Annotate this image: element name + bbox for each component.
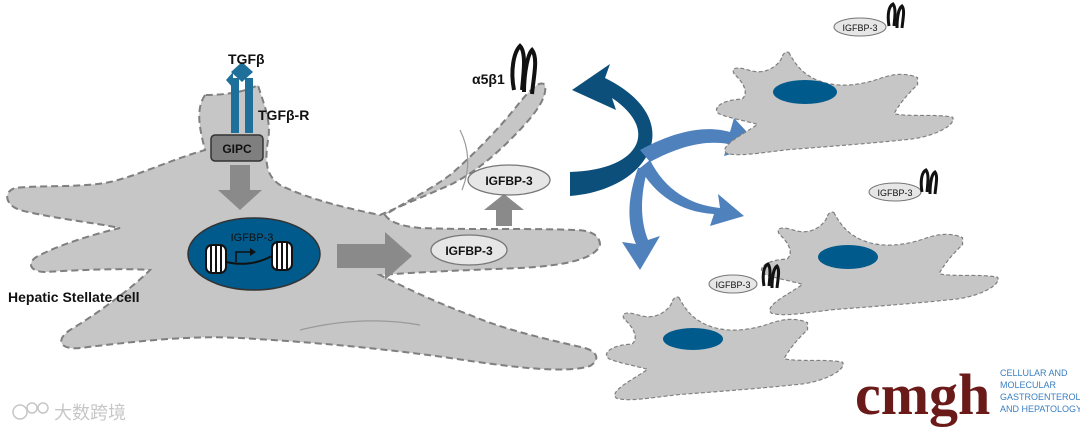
arrow-to-middle-cell — [640, 160, 744, 226]
small-nucleus-bottom — [663, 328, 723, 350]
small-igfbp3-bottom-label: IGFBP-3 — [715, 280, 750, 290]
dna-strand — [225, 255, 273, 265]
tgfb-r-label: TGFβ-R — [258, 107, 309, 123]
journal-logo: cmgh CELLULAR AND MOLECULAR GASTROENTERO… — [855, 362, 1080, 427]
watermark: 大数跨境 — [12, 402, 126, 423]
right-arrow-to-vesicle — [337, 232, 412, 280]
hepatic-stellate-cell-body — [6, 82, 602, 371]
tgfb-receptor-cup — [226, 72, 233, 88]
nucleus-gene-label: IGFBP-3 — [231, 232, 274, 244]
small-igfbp3-bottom — [708, 274, 758, 294]
transcription-arrow-head — [250, 248, 256, 256]
gipc-box — [210, 134, 264, 162]
small-cell-middle — [760, 211, 999, 316]
tgfb-receptor-left-arm — [231, 78, 239, 133]
logo-line-2: MOLECULAR — [1000, 380, 1057, 390]
logo-line-4: AND HEPATOLOGY — [1000, 404, 1080, 414]
tgfb-label: TGFβ — [228, 51, 265, 67]
igfbp3-vesicle-mid — [430, 234, 508, 266]
curved-arrow-back-dark — [570, 64, 653, 196]
cell-fold-line — [459, 129, 469, 191]
logo-word: cmgh — [855, 362, 990, 427]
igfbp3-top-label: IGFBP-3 — [485, 174, 533, 188]
integrin-icon — [510, 43, 538, 95]
chromatin-left-icon — [205, 244, 227, 274]
igfbp3-secreted — [467, 164, 551, 196]
igfbp3-mid-label: IGFBP-3 — [445, 244, 493, 258]
watermark-text: 大数跨境 — [54, 403, 126, 423]
small-nucleus-top — [773, 80, 837, 104]
up-arrow-secretion — [484, 194, 524, 226]
cell-fold-line — [299, 320, 421, 331]
cell-name-label: Hepatic Stellate cell — [8, 289, 140, 305]
tgfb-ligand-diamond — [231, 62, 253, 82]
transcription-arrow-icon — [235, 251, 250, 262]
arrow-to-bottom-cell — [622, 168, 660, 270]
gipc-label: GIPC — [222, 142, 252, 156]
small-integrin-bottom-icon — [761, 262, 781, 289]
down-arrow-to-nucleus — [218, 165, 262, 210]
small-nucleus-middle — [818, 245, 878, 269]
small-integrin-top-icon — [886, 2, 906, 29]
small-cell-top — [715, 51, 954, 156]
small-igfbp3-top — [833, 17, 887, 37]
small-igfbp3-top-label: IGFBP-3 — [842, 23, 877, 33]
watermark-logo-icon — [12, 402, 49, 420]
logo-line-3: GASTROENTEROLOGY — [1000, 392, 1080, 402]
small-igfbp3-middle-label: IGFBP-3 — [877, 188, 912, 198]
tgfb-receptor-right-arm — [245, 78, 253, 133]
small-integrin-middle-icon — [919, 168, 939, 195]
chromatin-right-icon — [271, 241, 293, 271]
integrin-label: α5β1 — [472, 71, 505, 87]
logo-line-1: CELLULAR AND — [1000, 368, 1068, 378]
